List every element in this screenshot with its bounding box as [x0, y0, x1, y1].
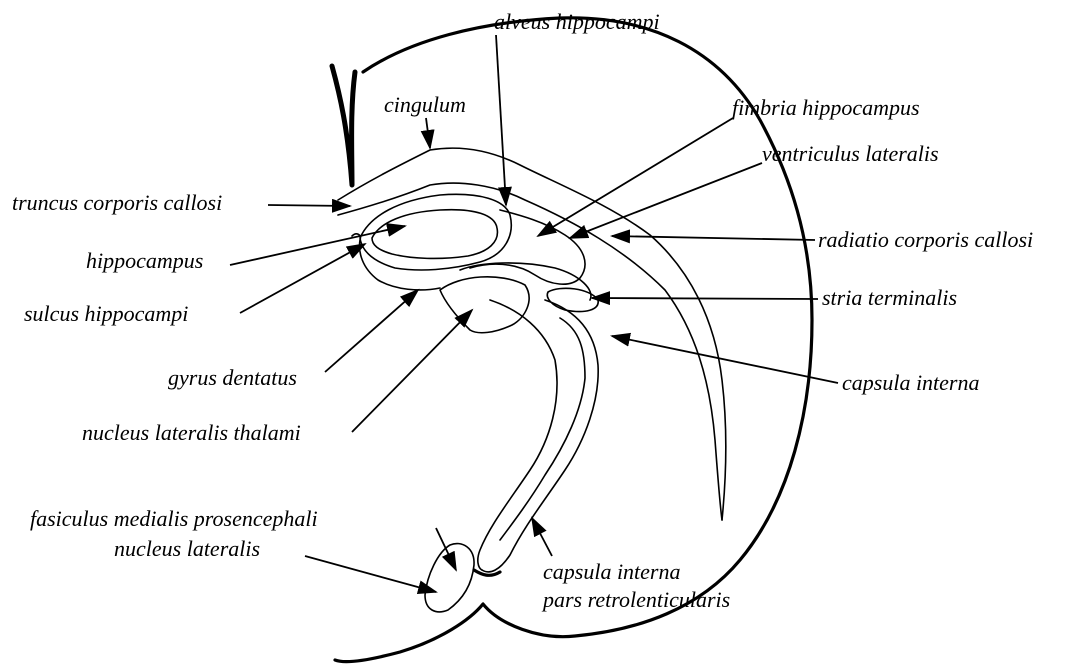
- lower-nucleus-shape: [425, 544, 474, 612]
- ventricle-band: [460, 263, 591, 300]
- leader-truncus: [268, 205, 350, 206]
- label-capsula-interna-pars-line2: pars retrolenticularis: [541, 587, 730, 612]
- sulcus-hippocampi-curve: [352, 234, 440, 290]
- label-truncus-corporis-callosi: truncus corporis callosi: [12, 190, 222, 215]
- lower-basal-curve: [474, 570, 500, 575]
- label-gyrus-dentatus: gyrus dentatus: [168, 365, 297, 390]
- label-radiatio-corporis-callosi: radiatio corporis callosi: [818, 227, 1033, 252]
- leader-thalami: [352, 310, 472, 432]
- leader-radiatio: [612, 236, 815, 240]
- label-capsula-interna-pars-line1: capsula interna: [543, 559, 681, 584]
- label-fimbria-hippocampus: fimbria hippocampus: [732, 95, 920, 120]
- label-nucleus-lateralis: nucleus lateralis: [114, 536, 260, 561]
- label-nucleus-lateralis-thalami: nucleus lateralis thalami: [82, 420, 301, 445]
- label-ventriculus-lateralis: ventriculus lateralis: [762, 141, 939, 166]
- leader-cingulum: [426, 118, 430, 148]
- leader-stria: [592, 298, 818, 299]
- label-stria-terminalis: stria terminalis: [822, 285, 957, 310]
- labels: alveus hippocampi cingulum fimbria hippo…: [12, 9, 1033, 612]
- hippocampus-inner: [372, 210, 497, 259]
- label-cingulum: cingulum: [384, 92, 466, 117]
- capsula-interna-left-edge: [478, 300, 557, 570]
- leader-alveus: [496, 35, 506, 205]
- leader-nucleus-lateralis: [305, 556, 436, 592]
- label-sulcus-hippocampi: sulcus hippocampi: [24, 301, 188, 326]
- leader-fimbria: [538, 118, 733, 236]
- leader-sulcus: [240, 244, 365, 313]
- leader-ventriculus: [570, 163, 762, 238]
- label-fasiculus-medialis-prosencephali: fasiculus medialis prosencephali: [30, 506, 318, 531]
- label-capsula-interna: capsula interna: [842, 370, 980, 395]
- leader-gyrus: [325, 290, 418, 372]
- label-hippocampus: hippocampus: [86, 248, 203, 273]
- capsula-interna-band-outer: [482, 300, 598, 572]
- leader-capsula-pars: [532, 518, 552, 556]
- leader-fasiculus: [436, 528, 456, 570]
- leader-capsula: [612, 336, 838, 383]
- midline-fissure: [332, 66, 355, 185]
- leader-hippocampus: [230, 226, 405, 265]
- label-alveus-hippocampi: alveus hippocampi: [494, 9, 660, 34]
- capsula-interna-band-inner: [500, 318, 585, 540]
- thalamus-nucleus-shape: [440, 277, 529, 333]
